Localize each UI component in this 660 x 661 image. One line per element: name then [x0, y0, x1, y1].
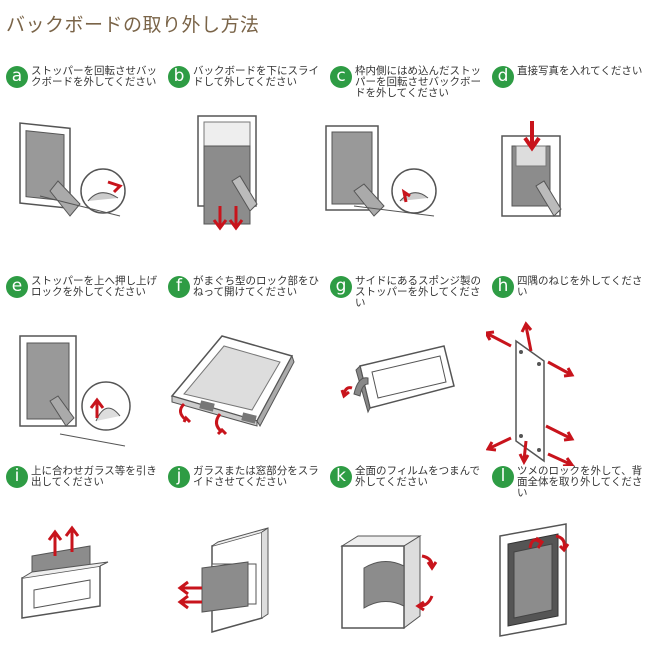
remove-film-icon	[324, 506, 486, 656]
step-text: ストッパーを上へ押し上げロックを外してください	[31, 275, 157, 298]
pull-up-glass-icon	[0, 506, 162, 656]
step-text: ツメのロックを外して、背面全体を取り外してください	[517, 465, 643, 499]
step-f: f がまぐち型のロック部をひねって開けてください	[162, 276, 324, 471]
inner-stopper-icon	[324, 106, 486, 256]
step-badge: i	[6, 466, 28, 488]
step-l: l ツメのロックを外して、背面全体を取り外してください	[486, 466, 648, 661]
step-text: サイドにあるスポンジ製のストッパーを外してください	[355, 275, 481, 309]
step-h: h 四隅のねじを外してください	[486, 276, 648, 471]
step-a: a ストッパーを回転させバックボードを外してください	[0, 66, 162, 261]
step-badge: l	[492, 466, 514, 488]
step-b: b バックボードを下にスライドして外してください	[162, 66, 324, 261]
slide-glass-icon	[162, 506, 324, 656]
push-up-lock-icon	[0, 316, 162, 466]
step-k: k 全面のフィルムをつまんで外してください	[324, 466, 486, 661]
step-d: d 直接写真を入れてください	[486, 66, 648, 261]
step-i: i 上に合わせガラス等を引き出してください	[0, 466, 162, 661]
step-text: がまぐち型のロック部をひねって開けてください	[193, 275, 319, 298]
step-text: 四隅のねじを外してください	[517, 275, 643, 298]
step-badge: h	[492, 276, 514, 298]
step-text: 直接写真を入れてください	[517, 65, 643, 77]
step-badge: e	[6, 276, 28, 298]
step-badge: k	[330, 466, 352, 488]
step-text: ガラスまたは窓部分をスライドさせてください	[193, 465, 319, 488]
step-badge: f	[168, 276, 190, 298]
step-text: 枠内側にはめ込んだストッパーを回転させバックボードを外してください	[355, 65, 481, 99]
step-text: 上に合わせガラス等を引き出してください	[31, 465, 157, 488]
step-text: 全面のフィルムをつまんで外してください	[355, 465, 481, 488]
step-badge: c	[330, 66, 352, 88]
insert-photo-icon	[486, 106, 648, 256]
step-j: j ガラスまたは窓部分をスライドさせてください	[162, 466, 324, 661]
step-c: c 枠内側にはめ込んだストッパーを回転させバックボードを外してください	[324, 66, 486, 261]
twist-clasp-icon	[162, 316, 324, 466]
sponge-stopper-icon	[324, 316, 486, 466]
claw-lock-icon	[486, 506, 648, 656]
step-e: e ストッパーを上へ押し上げロックを外してください	[0, 276, 162, 471]
slide-down-icon	[162, 106, 324, 256]
corner-screws-icon	[486, 316, 648, 466]
rotate-stopper-icon	[0, 106, 162, 256]
step-badge: g	[330, 276, 352, 298]
step-g: g サイドにあるスポンジ製のストッパーを外してください	[324, 276, 486, 471]
step-badge: a	[6, 66, 28, 88]
step-badge: b	[168, 66, 190, 88]
page-title: バックボードの取り外し方法	[6, 14, 260, 36]
step-text: ストッパーを回転させバックボードを外してください	[31, 65, 157, 88]
step-text: バックボードを下にスライドして外してください	[193, 65, 319, 88]
step-badge: j	[168, 466, 190, 488]
step-badge: d	[492, 66, 514, 88]
